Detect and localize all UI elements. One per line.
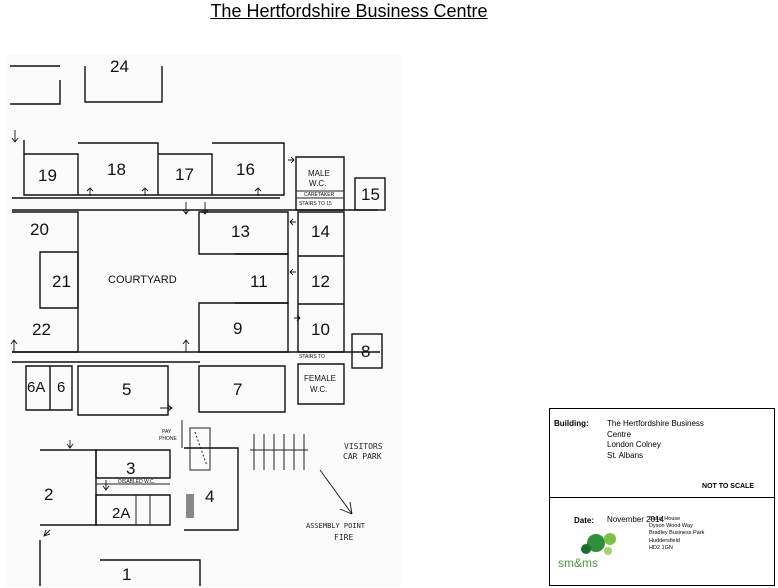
room-20-label: 20 [30, 220, 49, 239]
address-line: Bradley Business Park [649, 530, 705, 537]
visitors-label: VISITORS [344, 442, 383, 451]
room-5-walls [77, 365, 169, 416]
address-line: HD2 1GN [649, 544, 673, 551]
room-17-label: 17 [175, 165, 194, 184]
logo-text: sm&ms [558, 556, 598, 570]
courtyard-label: COURTYARD [108, 274, 177, 286]
male-label: MALE [308, 169, 330, 178]
company-logo [581, 533, 616, 555]
room-15-label: 15 [361, 185, 380, 204]
room-5-label: 5 [122, 380, 131, 399]
building-value: The Hertfordshire Business Centre London… [607, 419, 704, 461]
building-label: Building: [554, 419, 589, 428]
room-22-label: 22 [32, 320, 51, 339]
room-16-label: 16 [236, 160, 255, 179]
title-block: Building: The Hertfordshire Business Cen… [549, 408, 775, 586]
male-wc-walls [295, 156, 345, 211]
room-17-walls [158, 153, 213, 196]
room-10-label: 10 [311, 320, 330, 339]
room-2-walls [40, 449, 97, 526]
room-14-label: 14 [311, 222, 330, 241]
assembly-label: ASSEMBLY POINT [306, 522, 366, 530]
room-4-walls [184, 447, 239, 531]
exit-arrows [10, 130, 301, 537]
car-park-bays [250, 434, 308, 470]
room-4-label: 4 [205, 487, 214, 506]
room-21-walls [39, 251, 79, 309]
date-label: Date: [574, 516, 595, 525]
date-value: November 2014 [607, 515, 664, 524]
address-line: Dyson Wood Way [649, 523, 693, 530]
scale-note: NOT TO SCALE [702, 483, 754, 490]
room-24-walls [10, 65, 163, 103]
room-9-label: 9 [233, 319, 242, 338]
logo-circle [581, 544, 591, 554]
room-6a-label: 6A [27, 379, 45, 396]
pay-label: PAY [162, 429, 172, 435]
room-16-walls [212, 142, 285, 196]
assembly-arrow [319, 469, 353, 515]
room-21-label: 21 [52, 272, 71, 291]
room-19-label: 19 [38, 166, 57, 185]
room-7-walls [198, 365, 286, 413]
female-label: FEMALE [304, 374, 336, 383]
room-13-label: 13 [231, 222, 250, 241]
room-18-label: 18 [107, 160, 126, 179]
male-wc-label: W.C. [309, 179, 326, 188]
logo-circle [604, 547, 612, 555]
room-8-walls [351, 333, 383, 369]
room-1-label: 1 [122, 565, 131, 584]
phone-label: PHONE [159, 436, 177, 442]
room-2a-walls [95, 494, 171, 526]
stairs-to-label: STAIRS TO [299, 354, 325, 360]
disabled-wc-label: DISABLED W.C. [118, 479, 155, 485]
room-24-label: 24 [110, 57, 129, 76]
building-line: The Hertfordshire Business [607, 419, 704, 428]
room-18-walls [78, 142, 159, 196]
title-block-building-row: Building: The Hertfordshire Business Cen… [550, 409, 774, 498]
female-wc-walls [297, 363, 345, 405]
building-line: Centre [607, 429, 632, 439]
logo-circle [604, 533, 616, 545]
room-2-label: 2 [44, 485, 53, 504]
room-6-walls [25, 365, 73, 411]
company-address: Salus House Dyson Wood Way Bradley Busin… [649, 516, 704, 552]
building-line: London Colney [607, 440, 661, 449]
page-title: The Hertfordshire Business Centre [210, 1, 488, 21]
car-park-label: CAR PARK [343, 452, 382, 461]
room-12-label: 12 [311, 272, 330, 291]
room-11-label: 11 [250, 272, 268, 291]
address-line: Salus House [649, 516, 681, 522]
female-wc-label: W.C. [310, 385, 327, 394]
room-3-walls [95, 449, 171, 479]
stairs-15-label: STAIRS TO 15 [299, 201, 332, 207]
room-1-walls [39, 540, 201, 586]
address-line: Huddersfield [649, 537, 680, 544]
room-6-label: 6 [57, 379, 65, 396]
caretaker-label: CARETAKER [304, 192, 335, 198]
room-2a-label: 2A [112, 505, 130, 522]
fire-label: FIRE [334, 533, 353, 542]
logo-circle [587, 534, 605, 552]
room-3-label: 3 [126, 459, 135, 478]
building-line: St. Albans [607, 450, 644, 460]
room-7-label: 7 [233, 380, 242, 399]
room-15-walls [354, 177, 386, 211]
